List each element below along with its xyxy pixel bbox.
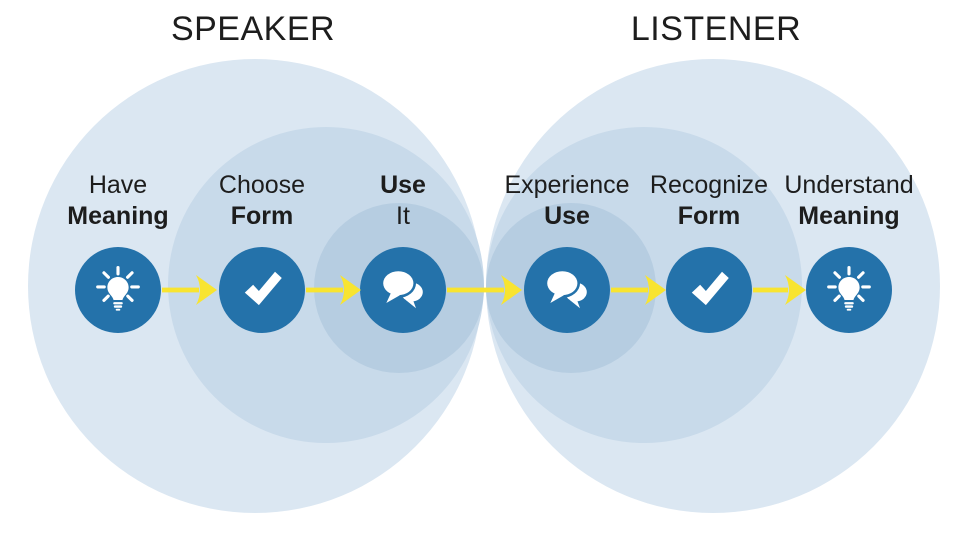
flow-arrow bbox=[447, 272, 523, 308]
icon-badge-have-meaning bbox=[75, 247, 161, 333]
step-word: Choose bbox=[218, 171, 306, 199]
lightbulb-icon bbox=[827, 266, 871, 311]
step-word-bold: Form bbox=[677, 202, 741, 230]
step-label-choose-form: Choose Form bbox=[172, 170, 352, 232]
flow-arrow bbox=[611, 272, 667, 308]
icon-badge-experience-use bbox=[524, 247, 610, 333]
step-word-bold: Meaning bbox=[798, 202, 900, 230]
step-word-bold: Meaning bbox=[67, 202, 169, 230]
step-word: Have bbox=[88, 171, 148, 199]
step-word: Recognize bbox=[649, 171, 769, 199]
checkmark-icon bbox=[691, 271, 729, 306]
speech-bubbles-icon bbox=[544, 268, 587, 309]
step-label-have-meaning: Have Meaning bbox=[28, 170, 208, 232]
flow-arrow bbox=[753, 272, 807, 308]
step-label-recognize-form: Recognize Form bbox=[619, 170, 799, 232]
checkmark-icon bbox=[244, 271, 282, 306]
step-word-bold: Use bbox=[380, 171, 426, 199]
step-label-understand-meaning: Understand Meaning bbox=[759, 170, 939, 232]
icon-badge-use-it bbox=[360, 247, 446, 333]
flow-arrow bbox=[306, 272, 362, 308]
step-word: Experience bbox=[504, 171, 630, 199]
step-word: Understand bbox=[784, 171, 914, 199]
lightbulb-icon bbox=[96, 266, 140, 311]
speaker-title: SPEAKER bbox=[170, 10, 336, 48]
icon-badge-understand-meaning bbox=[806, 247, 892, 333]
step-word-bold: Use bbox=[544, 202, 590, 230]
step-label-experience-use: Experience Use bbox=[477, 170, 657, 232]
icon-badge-recognize-form bbox=[666, 247, 752, 333]
icon-badge-choose-form bbox=[219, 247, 305, 333]
listener-title: LISTENER bbox=[630, 10, 802, 48]
speech-bubbles-icon bbox=[380, 268, 423, 309]
step-label-use-it: Use It bbox=[313, 170, 493, 232]
flow-arrow bbox=[162, 272, 218, 308]
step-word-bold: Form bbox=[230, 202, 294, 230]
step-word: It bbox=[396, 202, 410, 230]
